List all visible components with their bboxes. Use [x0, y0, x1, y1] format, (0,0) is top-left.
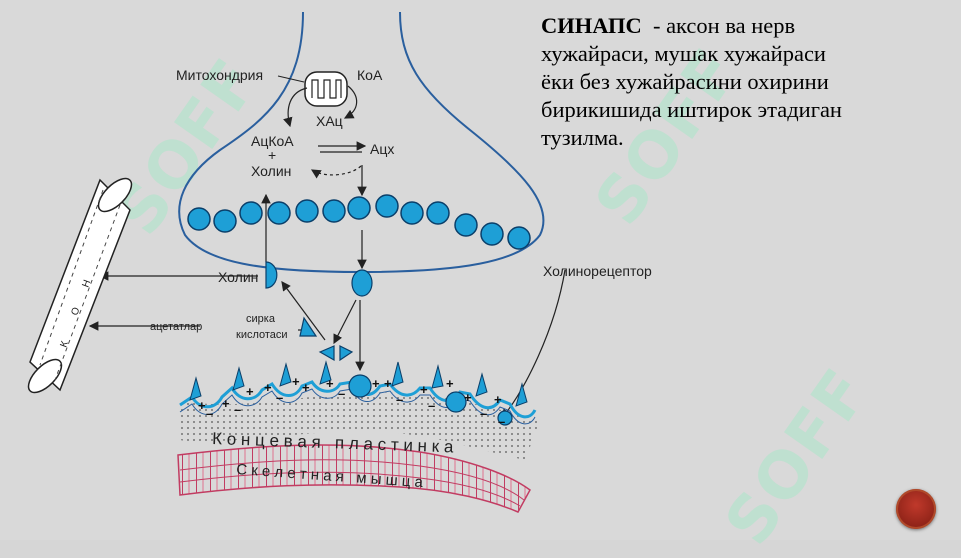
svg-text:+: +	[246, 384, 254, 399]
definition-line: бирикишида иштирок этадиган	[541, 97, 842, 122]
definition-line: хужайраси, мушак хужайраси	[541, 41, 826, 66]
acetic-acid-shape	[299, 316, 318, 337]
cholin-top-label: Холин	[251, 163, 291, 179]
svg-text:+: +	[292, 374, 300, 389]
blood-vessel	[27, 177, 133, 394]
vesicle-row	[187, 194, 531, 250]
synapse-diagram: +– ++– ++– ++– ++– ++– ++– – Митохондрия…	[27, 11, 652, 513]
vesicle	[239, 201, 263, 225]
heading: СИНАПС	[541, 13, 642, 38]
acetic-acid-label-1: сирка	[246, 313, 276, 325]
definition-text: СИНАПС - аксон ва нерв хужайраси, мушак …	[541, 12, 941, 152]
svg-text:+: +	[302, 380, 310, 395]
cholinoreceptor-label: Холинорецептор	[543, 263, 652, 279]
svg-text:–: –	[396, 392, 403, 407]
definition-line: - аксон ва нерв	[652, 13, 796, 38]
next-slide-button[interactable]	[896, 489, 936, 529]
acetic-acid-label-2: кислотаси	[236, 329, 288, 341]
vesicle	[187, 207, 211, 231]
svg-text:+: +	[372, 376, 380, 391]
vesicle	[426, 201, 450, 225]
chac-label: ХАц	[316, 113, 343, 129]
svg-text:+: +	[464, 390, 472, 405]
definition-line: тузилма.	[541, 125, 624, 150]
vesicle	[480, 222, 504, 246]
receptor-spikes	[189, 360, 528, 407]
svg-text:+: +	[446, 376, 454, 391]
svg-text:+: +	[420, 382, 428, 397]
acetates-label: ацетатлар	[150, 321, 202, 333]
svg-text:+: +	[264, 380, 272, 395]
cholin-mid-label: Холин	[218, 269, 258, 285]
vesicle	[347, 196, 371, 220]
vesicle	[400, 201, 424, 225]
vesicle	[507, 226, 531, 250]
svg-text:–: –	[498, 414, 505, 429]
vesicle	[295, 199, 319, 223]
svg-text:–: –	[480, 406, 487, 421]
accoa-label: АцКоА	[251, 133, 294, 149]
ach-label: Ацх	[370, 141, 394, 157]
svg-text:–: –	[428, 398, 435, 413]
definition-line: ёки без хужайрасини охирини	[541, 69, 829, 94]
acetylcholine-shape	[351, 269, 373, 297]
vesicle	[213, 209, 237, 233]
blood-o-label: О	[69, 306, 82, 317]
svg-text:+: +	[384, 376, 392, 391]
svg-text:–: –	[338, 386, 345, 401]
blood-k-label: К	[58, 340, 70, 349]
coa-label: КоА	[357, 67, 383, 83]
blood-n-label: Н	[80, 278, 93, 289]
vesicle	[267, 201, 291, 225]
svg-text:–: –	[276, 390, 283, 405]
mitochondria-label: Митохондрия	[176, 67, 263, 83]
svg-text:+: +	[198, 398, 206, 413]
slide: SOFF SOFF SOFF	[27, 11, 941, 558]
choline-shape	[265, 261, 278, 289]
svg-text:+: +	[222, 396, 230, 411]
svg-text:–: –	[206, 406, 213, 421]
vesicle	[454, 213, 478, 237]
svg-text:+: +	[494, 392, 502, 407]
plus-label: +	[268, 147, 276, 163]
vesicle	[322, 199, 346, 223]
svg-text:+: +	[326, 376, 334, 391]
mitochondria-icon	[304, 71, 348, 107]
vesicle	[375, 194, 399, 218]
svg-text:–: –	[234, 402, 241, 417]
